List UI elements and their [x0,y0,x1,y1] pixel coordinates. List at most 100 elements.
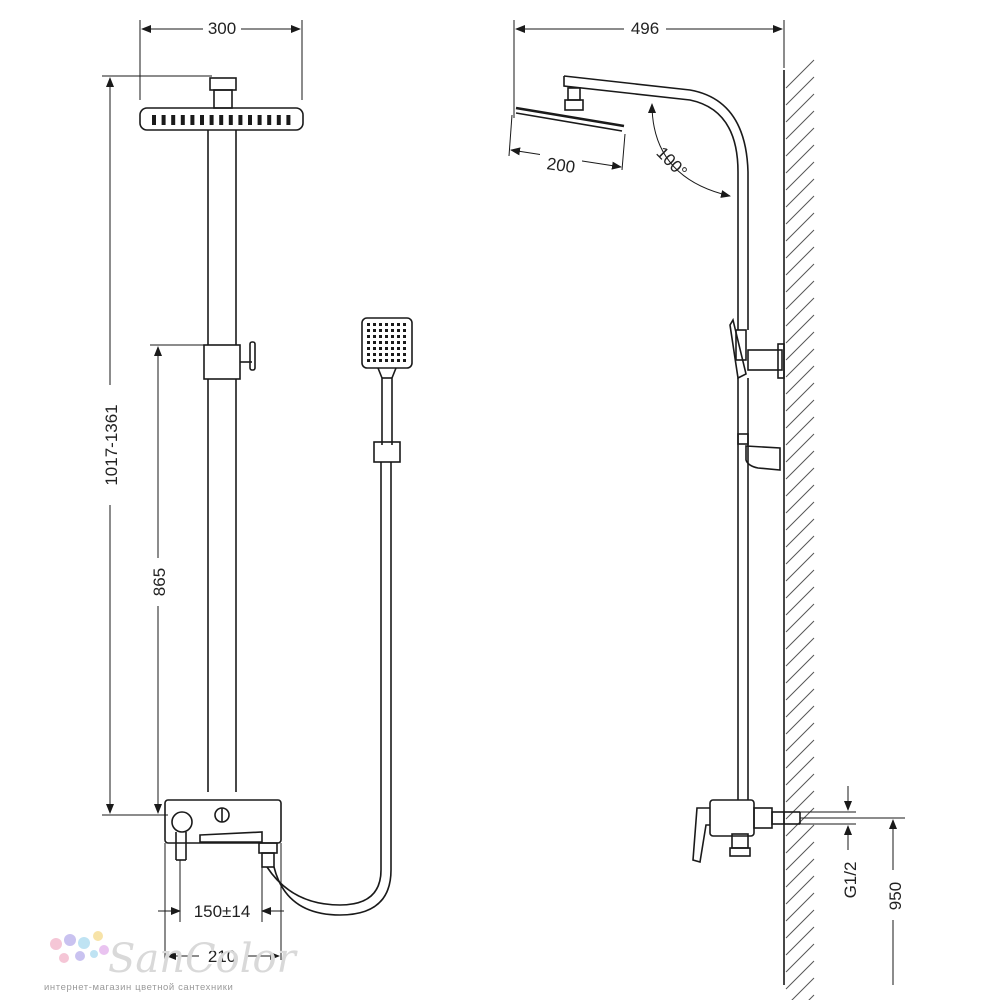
hatch-line [785,824,815,854]
logo-dot [78,937,90,949]
hatch-line [785,739,815,769]
dim-inlet-thread: G1/2 [800,786,860,898]
hatch-line [785,433,815,463]
hand-nozzle [397,359,400,362]
hand-nozzle [403,353,406,356]
mixer-front [164,799,282,868]
hand-nozzle [397,341,400,344]
hatch-line [785,161,815,191]
logo-dot [50,938,62,950]
nozzle [161,115,166,125]
hatch-line [785,178,815,208]
dim-overall-depth-label: 496 [631,19,659,38]
hand-nozzle [391,353,394,356]
hand-nozzle [391,323,394,326]
hand-nozzle [373,353,376,356]
hand-nozzle [385,335,388,338]
hand-nozzle [397,329,400,332]
hatch-line [785,569,815,599]
hatch-line [785,212,815,242]
dim-head-width-front-label: 300 [208,19,236,38]
hatch-line [785,110,815,140]
hand-shower-nozzles [367,323,406,362]
hand-nozzle [397,323,400,326]
hand-nozzle [397,347,400,350]
dim-mixer-width: 210 [166,944,280,966]
nozzle [228,115,233,125]
dim-overall-depth: 496 [513,18,785,118]
logo-dot [64,934,76,946]
wall-hatch [785,59,815,1000]
hatch-line [785,297,815,327]
hatch-line [808,994,815,1000]
hand-nozzle [403,341,406,344]
hatch-line [785,603,815,633]
shower-column-side [737,378,781,800]
hatch-line [785,841,815,871]
dim-column-height: 1017-1361 [100,75,212,816]
hand-nozzle [403,347,406,350]
nozzle [190,115,195,125]
hatch-line [785,875,815,905]
hatch-line [785,790,815,820]
hatch-line [785,127,815,157]
hand-nozzle [385,341,388,344]
front-view: 300 1017-1361 [100,18,413,966]
hatch-line [785,467,815,497]
nozzle [286,115,291,125]
logo-dot [59,953,69,963]
hatch-line [785,858,815,888]
hand-nozzle [373,323,376,326]
hand-nozzle [379,359,382,362]
hatch-line [785,552,815,582]
hand-nozzle [379,341,382,344]
dim-head-width-front: 300 [139,18,303,100]
hand-nozzle [379,353,382,356]
hatch-line [785,280,815,310]
hand-nozzle [391,335,394,338]
hatch-line [785,688,815,718]
hand-nozzle [367,329,370,332]
side-view: 496 200 100° [508,18,905,1000]
dim-holder-height: 865 [148,344,204,814]
hand-nozzle [367,335,370,338]
dim-holder-height-label: 865 [150,568,169,596]
logo-dot [90,950,98,958]
hatch-line [785,365,815,395]
hatch-line [785,382,815,412]
hatch-line [785,756,815,786]
hatch-line [785,195,815,225]
hatch-line [785,637,815,667]
hatch-line [785,926,815,956]
hatch-line [785,484,815,514]
dim-inlet-spacing-label: 150±14 [194,902,251,921]
logo-dot [75,951,85,961]
hatch-line [785,654,815,684]
dim-arm-angle: 100° [648,103,731,198]
hatch-line [785,246,815,276]
hatch-line [785,892,815,922]
hand-nozzle [391,347,394,350]
hand-shower-front [361,317,413,870]
nozzle [171,115,176,125]
hand-nozzle [391,329,394,332]
hand-nozzle [367,347,370,350]
hatch-line [785,773,815,803]
hatch-line [785,586,815,616]
hatch-line [785,399,815,429]
hatch-line [785,59,815,89]
nozzle [267,115,272,125]
hand-nozzle [385,353,388,356]
dim-inlet-thread-label: G1/2 [841,862,860,899]
hatch-line [785,229,815,259]
hand-nozzle [379,323,382,326]
hatch-line [785,501,815,531]
hand-nozzle [373,329,376,332]
wall-section [783,59,815,1000]
hand-nozzle [379,329,382,332]
hatch-line [785,416,815,446]
dim-arm-angle-label: 100° [652,143,690,181]
rain-head-nozzles [152,115,291,125]
hatch-line [785,76,815,106]
hatch-line [785,331,815,361]
